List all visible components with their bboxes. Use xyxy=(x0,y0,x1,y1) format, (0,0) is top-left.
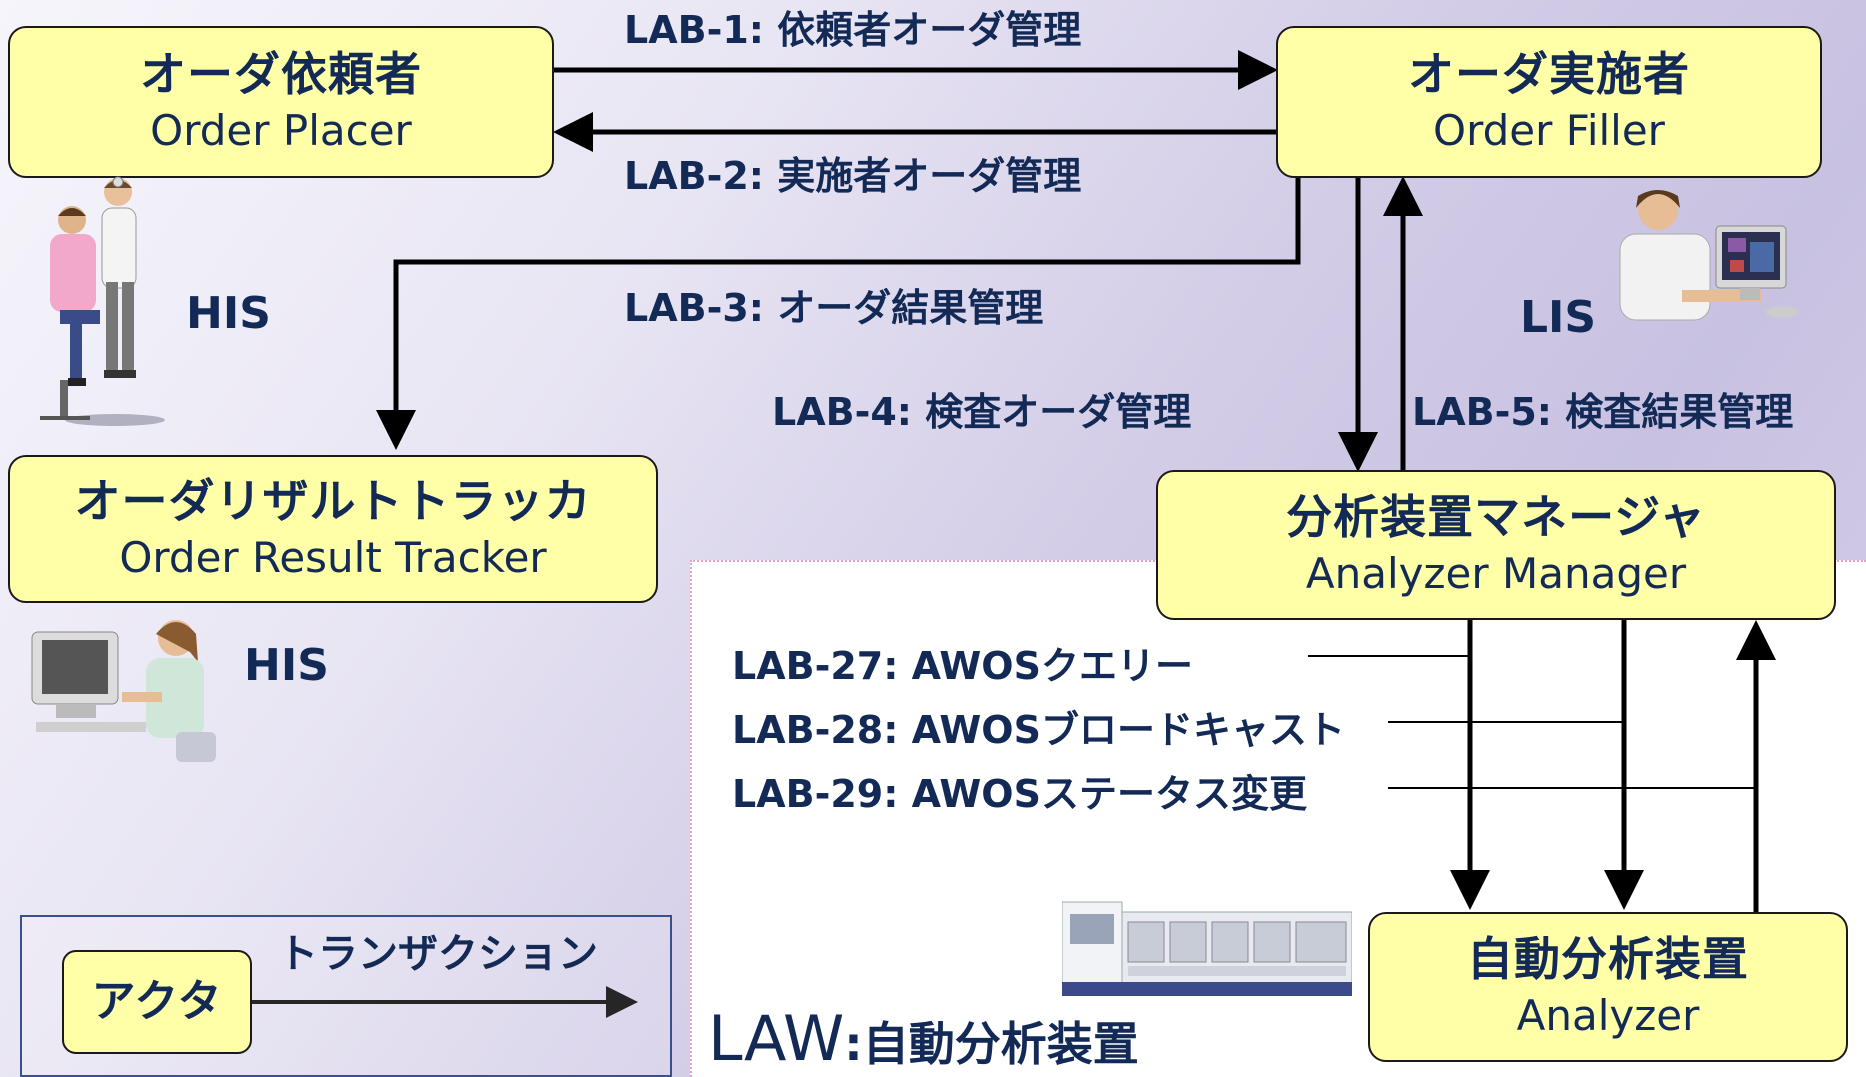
actor-analyzer-manager: 分析装置マネージャ Analyzer Manager xyxy=(1156,470,1836,620)
actor-order-filler: オーダ実施者 Order Filler xyxy=(1276,26,1822,178)
order-result-tracker-en: Order Result Tracker xyxy=(119,533,547,582)
order-placer-en: Order Placer xyxy=(150,106,412,155)
order-placer-jp: オーダ依頼者 xyxy=(140,47,422,101)
lab29-label: LAB-29: AWOSステータス変更 xyxy=(732,772,1307,816)
analyzer-jp: 自動分析装置 xyxy=(1467,932,1749,986)
legend-actor-label: アクタ xyxy=(91,976,223,1027)
lab3-arrow xyxy=(376,178,1301,450)
clerk-computer-illustration xyxy=(31,620,216,762)
actor-analyzer: 自動分析装置 Analyzer xyxy=(1368,912,1848,1062)
lab27-label: LAB-27: AWOSクエリー xyxy=(732,644,1193,688)
doctor-patient-illustration xyxy=(40,176,165,426)
order-filler-en: Order Filler xyxy=(1433,106,1665,155)
law-suffix: :自動分析装置 xyxy=(844,1017,1139,1071)
law-prefix: LAW xyxy=(708,1002,845,1075)
his-label-bottom: HIS xyxy=(244,640,329,691)
lab4-label: LAB-4: 検査オーダ管理 xyxy=(772,390,1192,434)
lis-label: LIS xyxy=(1520,292,1597,343)
legend-actor: アクタ xyxy=(62,950,252,1054)
his-label-top: HIS xyxy=(186,288,271,339)
order-filler-jp: オーダ実施者 xyxy=(1408,47,1690,101)
lab1-label: LAB-1: 依頼者オーダ管理 xyxy=(624,8,1082,52)
analyzer-en: Analyzer xyxy=(1516,991,1700,1040)
order-result-tracker-jp: オーダリザルトトラッカ xyxy=(74,474,592,528)
lab-technician-illustration xyxy=(1619,190,1798,321)
law-label: LAW:自動分析装置 xyxy=(708,1002,1139,1075)
lab5-label: LAB-5: 検査結果管理 xyxy=(1412,390,1794,434)
analyzer-manager-en: Analyzer Manager xyxy=(1305,549,1687,598)
lab3-label: LAB-3: オーダ結果管理 xyxy=(624,286,1044,330)
legend-transaction-label: トランザクション xyxy=(278,931,598,977)
actor-order-result-tracker: オーダリザルトトラッカ Order Result Tracker xyxy=(8,455,658,603)
actor-order-placer: オーダ依頼者 Order Placer xyxy=(8,26,554,178)
analyzer-machine-illustration xyxy=(1062,901,1352,996)
lab28-label: LAB-28: AWOSブロードキャスト xyxy=(732,708,1345,752)
analyzer-manager-jp: 分析装置マネージャ xyxy=(1286,490,1706,544)
lab2-label: LAB-2: 実施者オーダ管理 xyxy=(624,154,1082,198)
